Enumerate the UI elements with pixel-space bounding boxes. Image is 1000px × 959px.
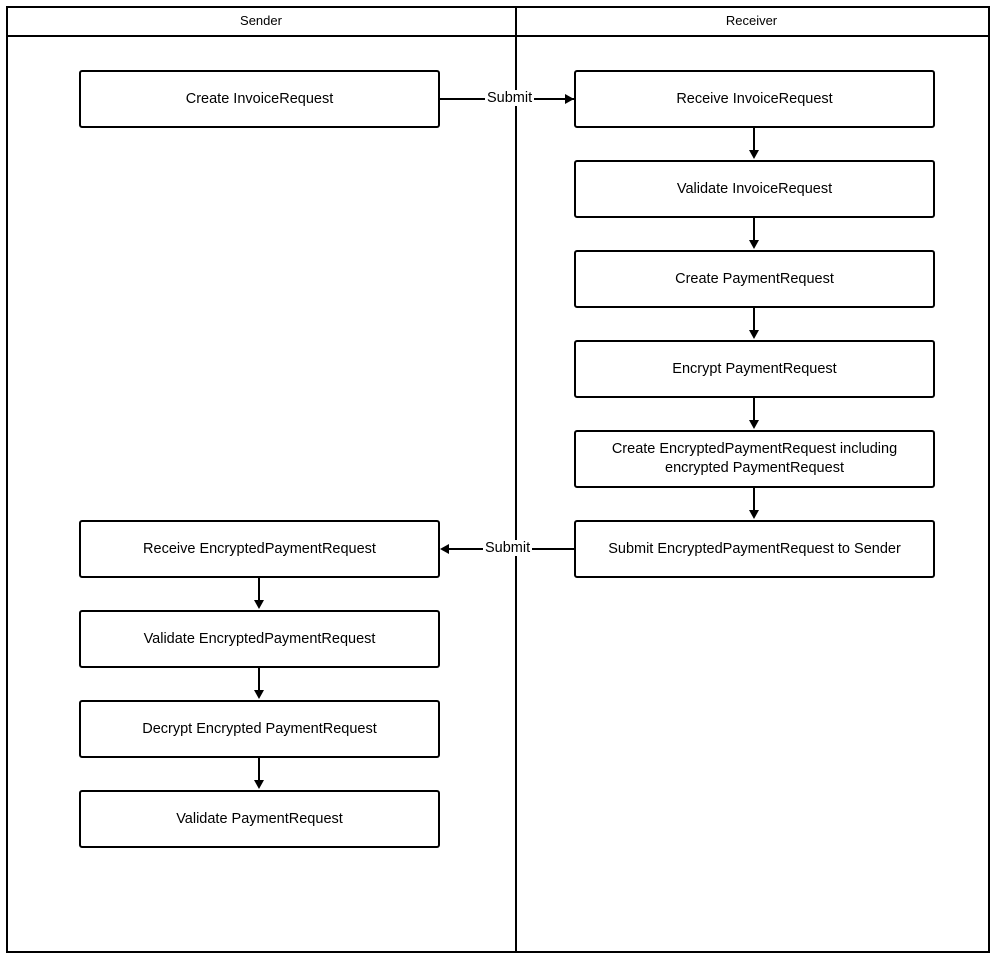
flow-connector-s2-s3 [258,578,260,601]
arrowhead-right-icon [565,94,574,104]
task-label-line-1: Create EncryptedPaymentRequest including [611,441,898,457]
task-submit-encryptedpaymentrequest-to-sender[interactable]: Submit EncryptedPaymentRequest to Sender [574,520,935,578]
task-label: Encrypt PaymentRequest [672,360,837,377]
arrowhead-left-icon [440,544,449,554]
arrowhead-down-icon [749,150,759,159]
task-label: Receive EncryptedPaymentRequest [143,540,376,557]
flow-connector-r4-r5 [753,398,755,421]
task-validate-encryptedpaymentrequest[interactable]: Validate EncryptedPaymentRequest [79,610,440,668]
arrowhead-down-icon [749,330,759,339]
task-label: Receive InvoiceRequest [676,90,833,107]
lane-header-receiver: Receiver [725,13,778,28]
task-validate-paymentrequest[interactable]: Validate PaymentRequest [79,790,440,848]
arrowhead-down-icon [749,420,759,429]
task-label: Decrypt Encrypted PaymentRequest [142,720,377,737]
task-label: Validate EncryptedPaymentRequest [143,630,376,647]
flow-connector-r5-r6 [753,488,755,511]
lane-header-band: Sender Receiver [6,6,990,37]
task-label: Submit EncryptedPaymentRequest to Sender [608,540,901,557]
task-validate-invoicerequest[interactable]: Validate InvoiceRequest [574,160,935,218]
flow-label-submit-1: Submit [485,90,535,106]
arrowhead-down-icon [254,690,264,699]
lane-header-sender: Sender [240,13,282,28]
task-label: Validate PaymentRequest [176,810,343,827]
lane-divider [515,6,517,953]
flow-connector-r3-r4 [753,308,755,331]
task-label: Create PaymentRequest [675,270,834,287]
flow-connector-s4-s5 [258,758,260,781]
arrowhead-down-icon [254,780,264,789]
task-create-invoicerequest[interactable]: Create InvoiceRequest [79,70,440,128]
task-receive-encryptedpaymentrequest[interactable]: Receive EncryptedPaymentRequest [79,520,440,578]
flow-label-submit-2: Submit [483,540,533,556]
task-encrypt-paymentrequest[interactable]: Encrypt PaymentRequest [574,340,935,398]
flow-connector-r2-r3 [753,218,755,241]
task-create-paymentrequest[interactable]: Create PaymentRequest [574,250,935,308]
task-create-encryptedpaymentrequest[interactable]: Create EncryptedPaymentRequest including… [574,430,935,488]
arrowhead-down-icon [749,240,759,249]
task-decrypt-encrypted-paymentrequest[interactable]: Decrypt Encrypted PaymentRequest [79,700,440,758]
flow-connector-s3-s4 [258,668,260,691]
task-label-line-2: encrypted PaymentRequest [665,460,844,476]
arrowhead-down-icon [254,600,264,609]
task-receive-invoicerequest[interactable]: Receive InvoiceRequest [574,70,935,128]
task-label: Create InvoiceRequest [185,90,334,107]
task-label: Validate InvoiceRequest [676,180,833,197]
arrowhead-down-icon [749,510,759,519]
flow-connector-r1-r2 [753,128,755,151]
